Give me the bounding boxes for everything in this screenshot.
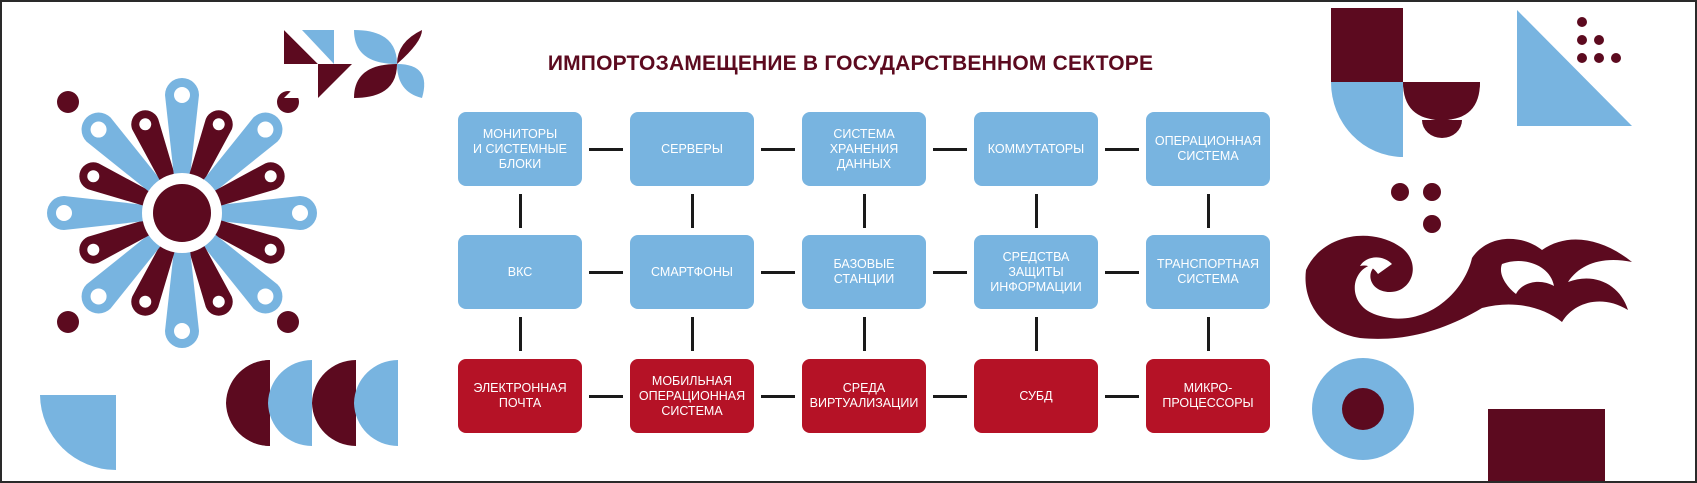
arch-shapes-ornament [1331,8,1480,157]
vertical-connector [1207,194,1210,228]
dots-triangle-ornament [1517,10,1632,126]
vertical-connector [1035,317,1038,351]
vertical-connector [863,194,866,228]
horizontal-connector [761,395,795,398]
page-title: ИМПОРТОЗАМЕЩЕНИЕ В ГОСУДАРСТВЕННОМ СЕКТО… [547,52,1154,75]
horizontal-connector [1105,271,1139,274]
horizontal-connector [1105,395,1139,398]
node-box: МИКРО- ПРОЦЕССОРЫ [1146,359,1270,433]
horizontal-connector [761,148,795,151]
square-ornament [1488,409,1605,481]
node-box: СРЕДА ВИРТУАЛИЗАЦИИ [802,359,926,433]
semicircles-ornament [226,360,398,446]
vertical-connector [1035,194,1038,228]
node-box: СРЕДСТВА ЗАЩИТЫ ИНФОРМАЦИИ [974,235,1098,309]
vertical-connector [1207,317,1210,351]
quarter-circle-ornament [40,395,116,470]
node-box: СУБД [974,359,1098,433]
horizontal-connector [933,148,967,151]
horizontal-connector [589,271,623,274]
ring-ornament [1312,358,1414,460]
horizontal-connector [1105,148,1139,151]
node-box: СЕРВЕРЫ [630,112,754,186]
node-box: БАЗОВЫЕ СТАНЦИИ [802,235,926,309]
node-box: ОПЕРАЦИОННАЯ СИСТЕМА [1146,112,1270,186]
vertical-connector [863,317,866,351]
vertical-connector [519,317,522,351]
node-box: ВКС [458,235,582,309]
node-box: ТРАНСПОРТНАЯ СИСТЕМА [1146,235,1270,309]
scroll-ornament [1305,183,1632,339]
node-box: СМАРТФОНЫ [630,235,754,309]
vertical-connector [519,194,522,228]
vertical-connector [691,194,694,228]
horizontal-connector [933,395,967,398]
node-box: МОБИЛЬНАЯ ОПЕРАЦИОННАЯ СИСТЕМА [630,359,754,433]
node-box: СИСТЕМА ХРАНЕНИЯ ДАННЫХ [802,112,926,186]
vertical-connector [691,317,694,351]
horizontal-connector [589,395,623,398]
node-box: ЭЛЕКТРОННАЯ ПОЧТА [458,359,582,433]
horizontal-connector [589,148,623,151]
horizontal-connector [761,271,795,274]
flower-ornament [47,78,317,348]
node-box: КОММУТАТОРЫ [974,112,1098,186]
triangles-ornament [284,30,425,98]
horizontal-connector [933,271,967,274]
node-box: МОНИТОРЫ И СИСТЕМНЫЕ БЛОКИ [458,112,582,186]
